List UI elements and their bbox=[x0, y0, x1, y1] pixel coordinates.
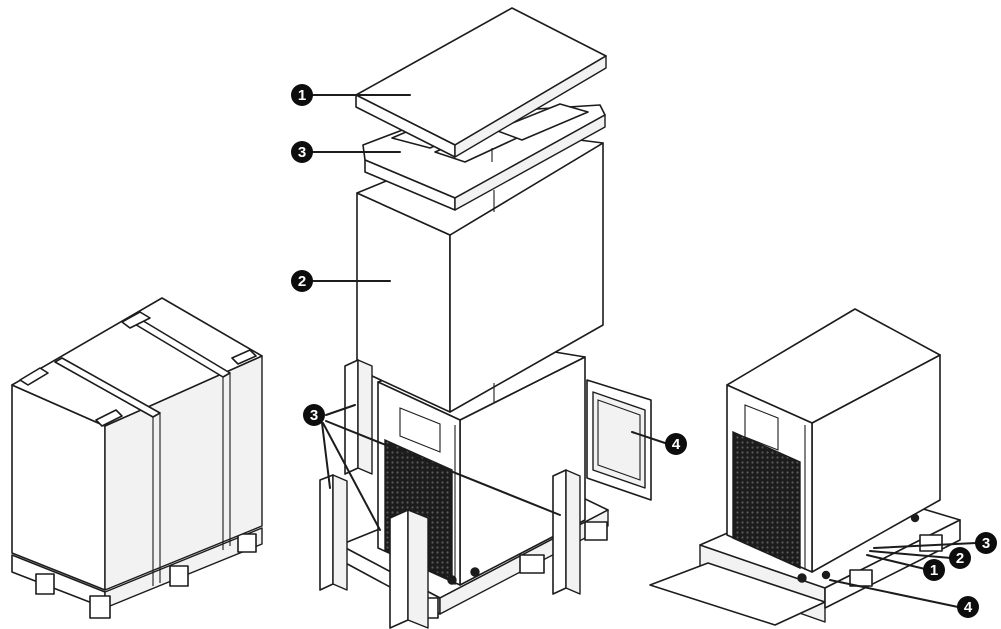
callout-number: 1 bbox=[298, 87, 306, 104]
callout-badge-ramp-installed: 4 bbox=[957, 596, 979, 618]
number-badge-icon bbox=[975, 532, 997, 554]
exploded-view bbox=[319, 7, 652, 629]
number-badge-icon bbox=[291, 84, 313, 106]
packed-unit bbox=[11, 297, 263, 619]
number-badge-icon bbox=[665, 433, 687, 455]
callout-number: 1 bbox=[930, 562, 938, 579]
number-badge-icon bbox=[291, 141, 313, 163]
callout-badge-top-cover: 1 bbox=[291, 84, 313, 106]
callout-badge-corner-posts: 3 bbox=[303, 404, 325, 426]
callout-badge-bolt-3: 3 bbox=[975, 532, 997, 554]
callout-number: 3 bbox=[298, 144, 306, 161]
number-badge-icon bbox=[957, 596, 979, 618]
number-badge-icon bbox=[303, 404, 325, 426]
callout-badge-carton-sleeve: 2 bbox=[291, 270, 313, 292]
number-badge-icon bbox=[923, 559, 945, 581]
callout-number: 2 bbox=[298, 273, 306, 290]
callout-badge-top-foam: 3 bbox=[291, 141, 313, 163]
callout-number: 4 bbox=[964, 599, 973, 616]
callout-number: 3 bbox=[310, 407, 318, 424]
callout-badge-ramp: 4 bbox=[665, 433, 687, 455]
number-badge-icon bbox=[291, 270, 313, 292]
leader-lines bbox=[311, 94, 977, 608]
unit-on-ramp bbox=[649, 308, 961, 626]
callout-number: 3 bbox=[982, 535, 990, 552]
callout-number: 4 bbox=[672, 436, 681, 453]
callout-badge-bolt-1: 1 bbox=[923, 559, 945, 581]
callout-badge-bolt-2: 2 bbox=[949, 547, 971, 569]
callout-number: 2 bbox=[956, 550, 964, 567]
number-badge-icon bbox=[949, 547, 971, 569]
